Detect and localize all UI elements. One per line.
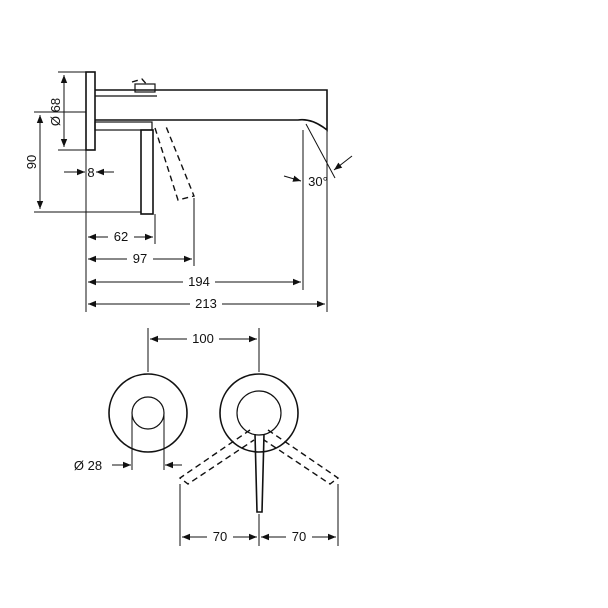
side-view: Ø 68 90 8 62 97 194 213 [24, 71, 353, 312]
dim-28-label: Ø 28 [74, 458, 102, 473]
wall-plate [85, 71, 96, 151]
right-rosette [219, 373, 299, 453]
dim-70-right-label: 70 [292, 529, 306, 544]
left-outlet [131, 396, 165, 430]
right-cartridge [236, 390, 282, 436]
vertical-handle [140, 129, 154, 215]
angle-ref-line [305, 123, 336, 179]
lever-dashed-right [263, 429, 340, 485]
dim-213-label: 213 [195, 296, 217, 311]
spout [95, 89, 328, 132]
angle-arrow-right [333, 155, 353, 171]
dim-angle-label: 30° [308, 174, 328, 189]
dim-90-label: 90 [24, 155, 39, 169]
lever-handle [254, 433, 265, 513]
angle-arrow-left [283, 175, 302, 182]
top-knob [134, 83, 156, 93]
lever-dashed-position [154, 123, 195, 201]
dim-62-label: 62 [114, 229, 128, 244]
left-rosette [108, 373, 188, 453]
dim-100-label: 100 [192, 331, 214, 346]
dim-194-label: 194 [188, 274, 210, 289]
dim-8-label: 8 [87, 165, 94, 180]
front-view: 100 Ø 28 70 70 [74, 328, 340, 546]
lever-body [94, 121, 153, 131]
top-knob-dashed [131, 78, 149, 87]
dim-70-left-label: 70 [213, 529, 227, 544]
lever-dashed-left [178, 429, 255, 485]
dim-97-label: 97 [133, 251, 147, 266]
